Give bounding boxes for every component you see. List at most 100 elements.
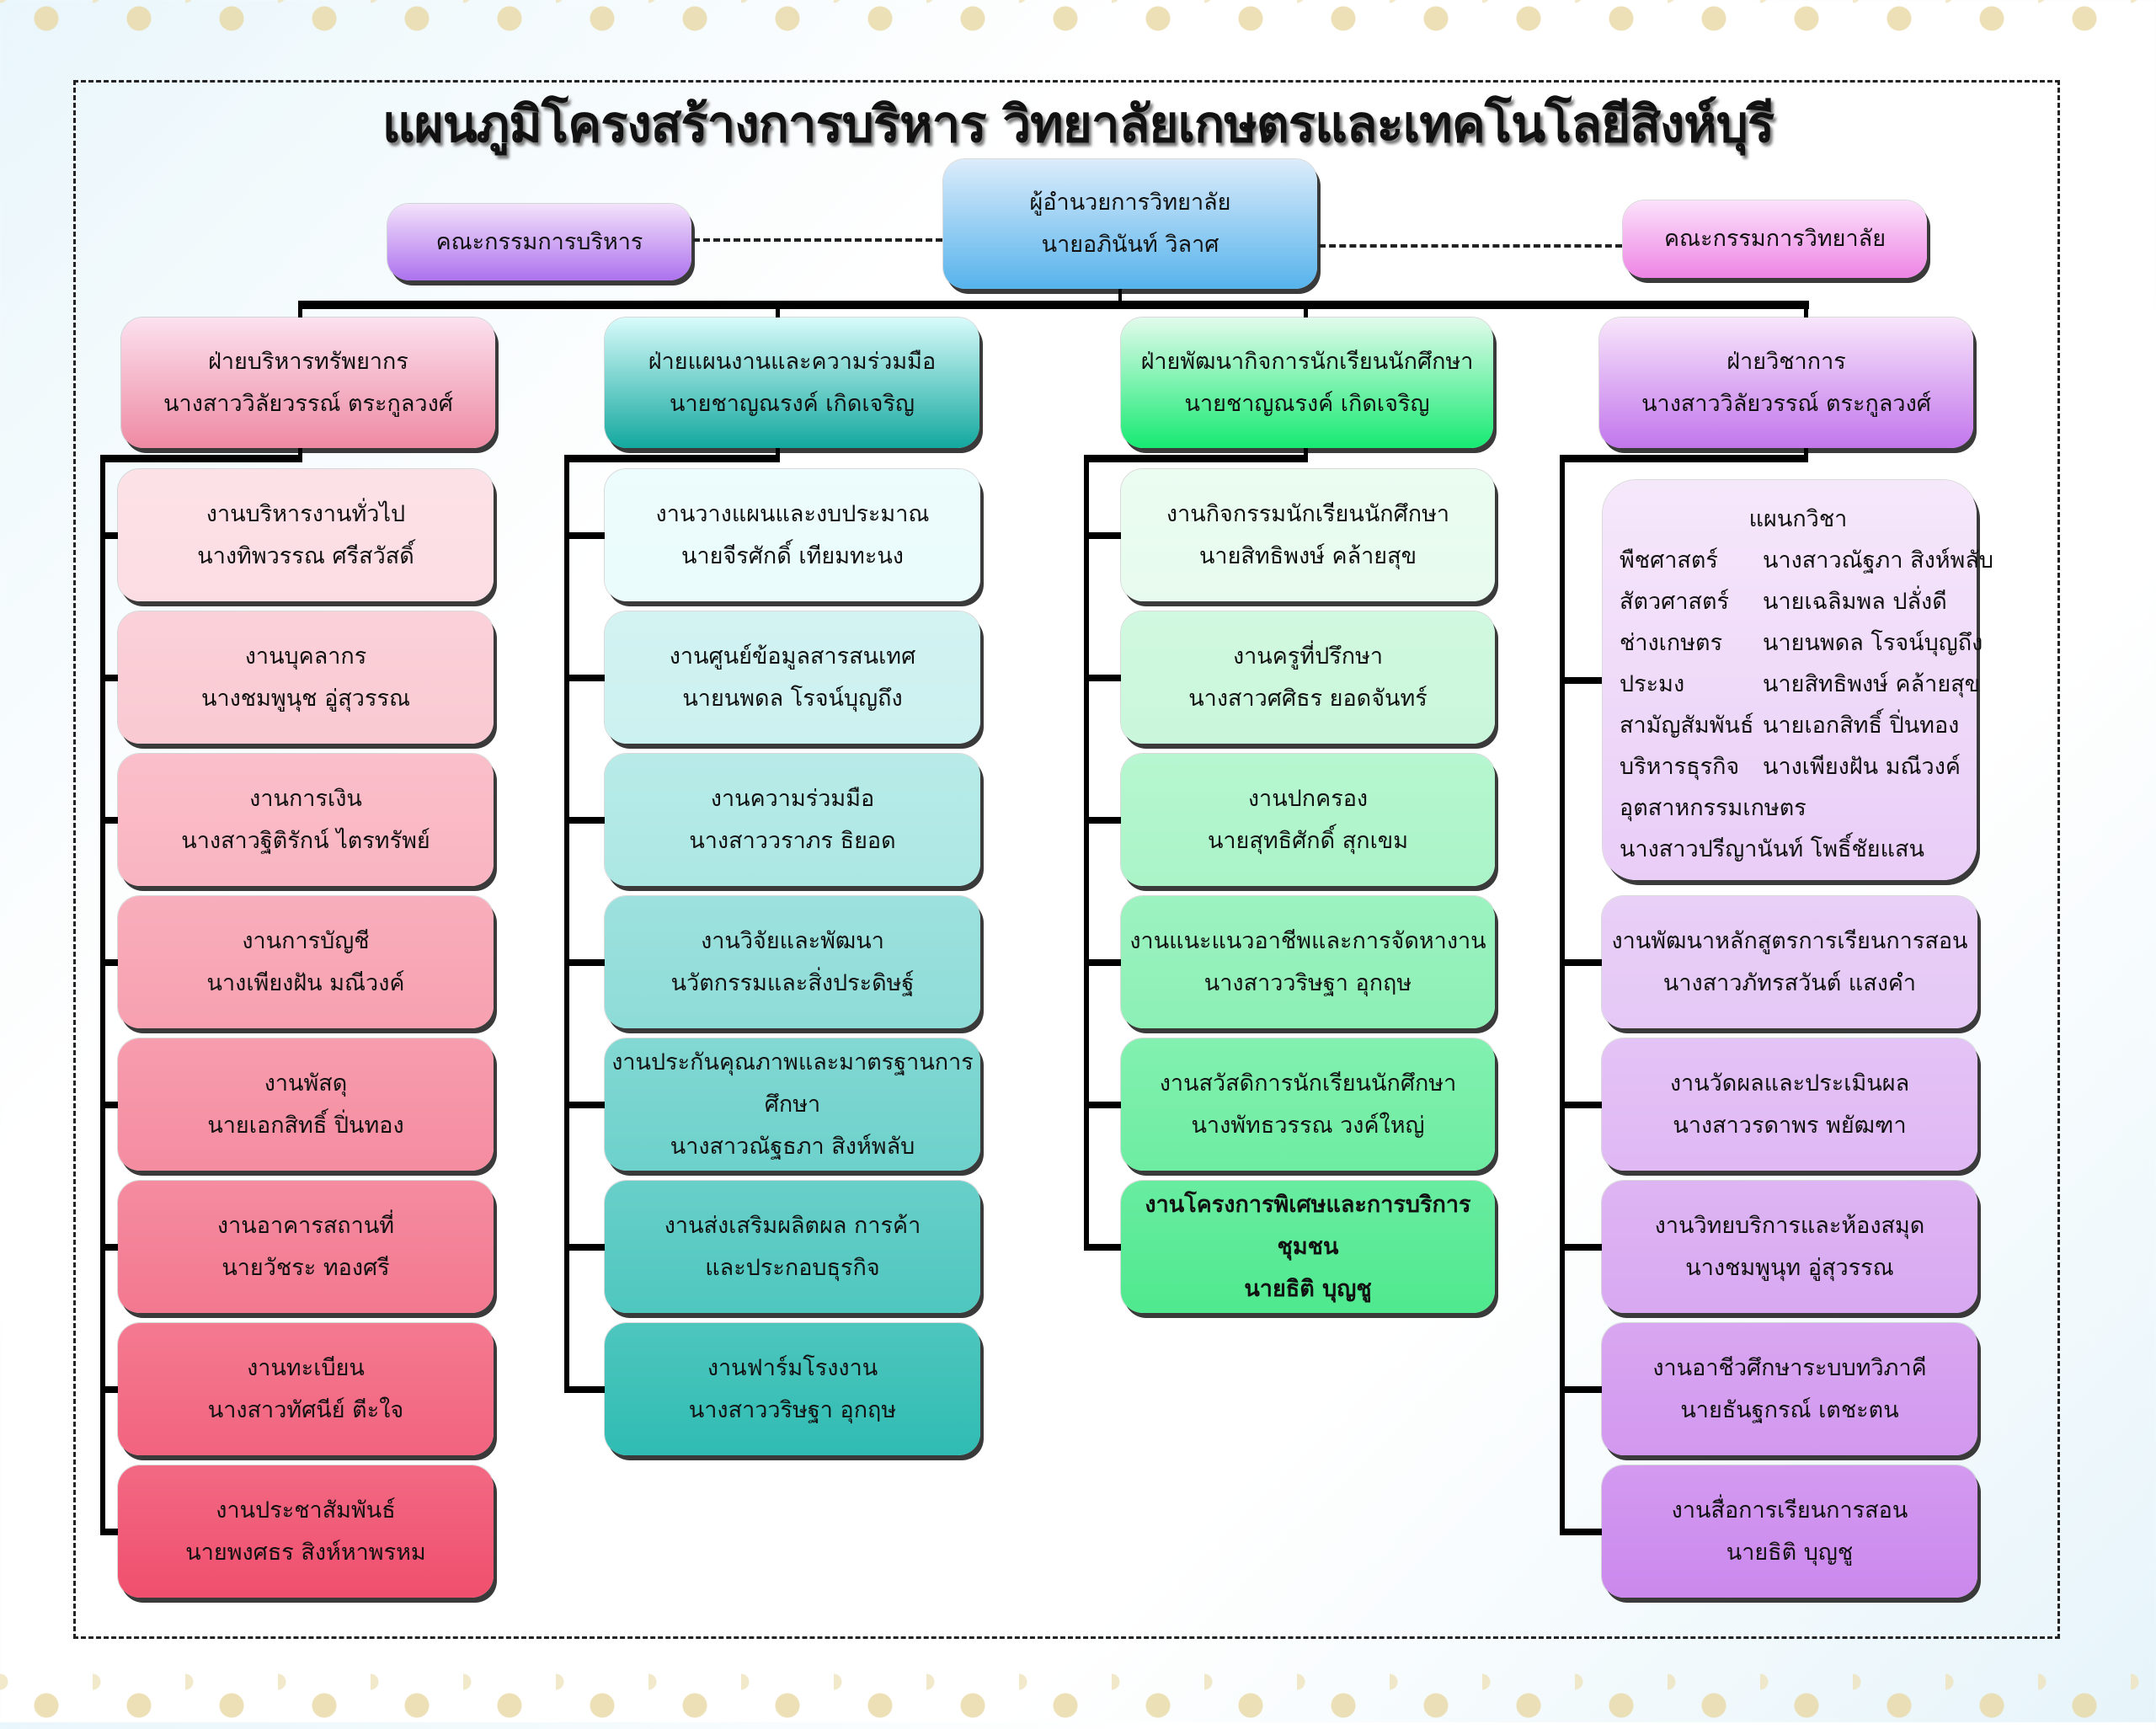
section-box[interactable]: งานโครงการพิเศษและการบริการชุมชนนายธิติ … bbox=[1121, 1181, 1495, 1313]
division-head-name: นายชาญณรงค์ เกิดเจริญ bbox=[1184, 390, 1430, 417]
division-head-box[interactable]: ฝ่ายวิชาการนางสาววิลัยวรรณ์ ตระกูลวงศ์ bbox=[1599, 318, 1973, 448]
department-name: พืชศาสตร์ bbox=[1620, 547, 1718, 574]
section-box[interactable]: งานศูนย์ข้อมูลสารสนเทศนายนพดล โรจน์บุญถึ… bbox=[605, 611, 980, 744]
spine-tick bbox=[1560, 958, 1602, 966]
column-spine-line bbox=[564, 455, 569, 1393]
section-box[interactable]: งานประชาสัมพันธ์นายพงศธร สิงห์หาพรหม bbox=[118, 1465, 494, 1598]
department-head: นางสาวณัฐภา สิงห์พลับ bbox=[1763, 547, 1994, 574]
dashed-connector-left bbox=[693, 238, 942, 242]
section-title: งานส่งเสริมผลิตผล การค้า bbox=[664, 1212, 921, 1239]
department-name: ช่างเกษตร bbox=[1620, 630, 1723, 656]
section-box[interactable]: งานกิจกรรมนักเรียนนักศึกษานายสิทธิพงษ์ ค… bbox=[1121, 469, 1495, 601]
section-title: งานประกันคุณภาพและมาตรฐานการศึกษา bbox=[611, 1049, 974, 1118]
spine-tick bbox=[1084, 1243, 1121, 1251]
department-head: นายเฉลิมพล ปลั่งดี bbox=[1763, 589, 1947, 615]
section-box[interactable]: งานอาคารสถานที่นายวัชระ ทองศรี bbox=[118, 1181, 494, 1313]
section-box[interactable]: งานวิทยบริการและห้องสมุดนางชมพูนุท อู่สุ… bbox=[1602, 1181, 1977, 1313]
division-title: ฝ่ายพัฒนากิจการนักเรียนนักศึกษา bbox=[1140, 348, 1474, 375]
director-role: ผู้อำนวยการวิทยาลัย bbox=[1029, 189, 1231, 216]
section-box[interactable]: งานแนะแนวอาชีพและการจัดหางานนางสาววริษฐา… bbox=[1121, 896, 1495, 1028]
division-drop-line bbox=[1304, 306, 1308, 319]
department-head: นายสิทธิพงษ์ คล้ายสุข bbox=[1763, 671, 1981, 697]
decorative-pattern-bottom bbox=[0, 1670, 2156, 1729]
spine-tick bbox=[564, 1243, 605, 1251]
section-box[interactable]: งานพัสดุนายเอกสิทธิ์ ปิ่นทอง bbox=[118, 1038, 494, 1171]
section-box[interactable]: งานการเงินนางสาวฐิติรักน์ ไตรทรัพย์ bbox=[118, 754, 494, 886]
section-head-name: นางสาววราภร ธิยอด bbox=[689, 827, 896, 854]
division-drop-line bbox=[1804, 306, 1808, 319]
spine-tick bbox=[1084, 958, 1121, 966]
committee-college-box[interactable]: คณะกรรมการวิทยาลัย bbox=[1623, 200, 1927, 278]
spine-tick bbox=[100, 531, 118, 539]
spine-tick bbox=[100, 1243, 118, 1251]
main-bus-line bbox=[298, 301, 1809, 309]
section-head-name: นางสาวภัทรสวันต์ แสงคำ bbox=[1662, 969, 1917, 996]
section-title: งานโครงการพิเศษและการบริการชุมชน bbox=[1145, 1191, 1471, 1260]
decorative-pattern-top bbox=[0, 0, 2156, 42]
department-row: ช่างเกษตรนายนพดล โรจน์บุญถึง bbox=[1620, 622, 1983, 664]
section-box[interactable]: งานพัฒนาหลักสูตรการเรียนการสอนนางสาวภัทร… bbox=[1602, 896, 1977, 1028]
division-branch-line bbox=[1560, 455, 1808, 462]
section-box[interactable]: งานวัดผลและประเมินผลนางสาวรดาพร พยัฒฑา bbox=[1602, 1038, 1977, 1171]
section-box[interactable]: งานบริหารงานทั่วไปนางทิพวรรณ ศรีสวัสดิ์ bbox=[118, 469, 494, 601]
committee-admin-box[interactable]: คณะกรรมการบริหาร bbox=[387, 204, 691, 280]
section-box[interactable]: งานสื่อการเรียนการสอนนายธิติ บุญชู bbox=[1602, 1465, 1977, 1598]
section-box[interactable]: งานอาชีวศึกษาระบบทวิภาคีนายธันฐกรณ์ เตชะ… bbox=[1602, 1323, 1977, 1455]
spine-tick bbox=[100, 958, 118, 966]
section-head-name: นายสิทธิพงษ์ คล้ายสุข bbox=[1198, 542, 1417, 569]
section-title: งานครูที่ปรึกษา bbox=[1232, 643, 1384, 670]
section-box[interactable]: งานการบัญชีนางเพียงฝัน มณีวงค์ bbox=[118, 896, 494, 1028]
division-head-box[interactable]: ฝ่ายแผนงานและความร่วมมือนายชาญณรงค์ เกิด… bbox=[605, 318, 979, 448]
spine-tick bbox=[100, 1385, 118, 1393]
division-head-name: นางสาววิลัยวรรณ์ ตระกูลวงศ์ bbox=[163, 390, 453, 417]
spine-tick bbox=[1084, 816, 1121, 824]
section-title: งานกิจกรรมนักเรียนนักศึกษา bbox=[1166, 500, 1450, 527]
section-head-name: นางสาวรดาพร พยัฒฑา bbox=[1673, 1112, 1907, 1139]
division-branch-line bbox=[1084, 455, 1308, 462]
spine-tick bbox=[100, 1101, 118, 1108]
section-head-name: นางชมพูนุช อู่สุวรรณ bbox=[201, 685, 410, 712]
section-box[interactable]: งานวางแผนและงบประมาณนายจีรศักดิ์ เทียมทะ… bbox=[605, 469, 980, 601]
section-title: งานการบัญชี bbox=[242, 927, 370, 954]
department-row: สัตวศาสตร์นายเฉลิมพล ปลั่งดี bbox=[1620, 581, 1947, 622]
department-name: บริหารธุรกิจ bbox=[1620, 754, 1740, 780]
division-drop-line bbox=[776, 306, 780, 319]
section-head-name: นายธันฐกรณ์ เตชะตน bbox=[1680, 1396, 1899, 1423]
section-head-name: นายสุทธิศักดิ์ สุกเขม bbox=[1207, 827, 1409, 854]
section-box[interactable]: งานวิจัยและพัฒนานวัตกรรมและสิ่งประดิษฐ์ bbox=[605, 896, 980, 1028]
section-head-name: นางสาวทัศนีย์ ตีะใจ bbox=[207, 1396, 404, 1423]
section-box[interactable]: งานปกครองนายสุทธิศักดิ์ สุกเขม bbox=[1121, 754, 1495, 886]
section-title: งานบริหารงานทั่วไป bbox=[205, 500, 406, 527]
section-box[interactable]: งานทะเบียนนางสาวทัศนีย์ ตีะใจ bbox=[118, 1323, 494, 1455]
division-head-box[interactable]: ฝ่ายพัฒนากิจการนักเรียนนักศึกษานายชาญณรง… bbox=[1121, 318, 1493, 448]
department-list-box[interactable]: แผนกวิชาพืชศาสตร์นางสาวณัฐภา สิงห์พลับสั… bbox=[1603, 480, 1993, 880]
section-box[interactable]: งานประกันคุณภาพและมาตรฐานการศึกษานางสาวณ… bbox=[605, 1038, 980, 1171]
section-head-name: นางสาวศศิธร ยอดจันทร์ bbox=[1188, 685, 1428, 712]
section-box[interactable]: งานสวัสดิการนักเรียนนักศึกษานางพัทธวรรณ … bbox=[1121, 1038, 1495, 1171]
section-box[interactable]: งานครูที่ปรึกษานางสาวศศิธร ยอดจันทร์ bbox=[1121, 611, 1495, 744]
section-head-name: นางชมพูนุท อู่สุวรรณ bbox=[1685, 1254, 1894, 1281]
section-head-name: และประกอบธุรกิจ bbox=[705, 1254, 880, 1281]
section-box[interactable]: งานส่งเสริมผลิตผล การค้าและประกอบธุรกิจ bbox=[605, 1181, 980, 1313]
section-box[interactable]: งานความร่วมมือนางสาววราภร ธิยอด bbox=[605, 754, 980, 886]
division-head-name: นายชาญณรงค์ เกิดเจริญ bbox=[670, 390, 915, 417]
department-row: พืชศาสตร์ นางสาวณัฐภา สิงห์พลับ bbox=[1620, 540, 1993, 581]
director-stem bbox=[1118, 289, 1122, 306]
division-head-box[interactable]: ฝ่ายบริหารทรัพยากรนางสาววิลัยวรรณ์ ตระกู… bbox=[121, 318, 495, 448]
column-spine-line bbox=[100, 455, 105, 1535]
page-title: แผนภูมิโครงสร้างการบริหาร วิทยาลัยเกษตรแ… bbox=[382, 95, 1774, 154]
department-name: อุตสาหกรรมเกษตร bbox=[1620, 795, 1806, 821]
spine-tick bbox=[100, 674, 118, 681]
spine-tick bbox=[1084, 1101, 1121, 1108]
spine-tick bbox=[1084, 674, 1121, 681]
section-title: งานพัฒนาหลักสูตรการเรียนการสอน bbox=[1611, 927, 1968, 954]
director-box[interactable]: ผู้อำนวยการวิทยาลัย นายอภินันท์ วิลาศ bbox=[943, 159, 1317, 289]
section-box[interactable]: งานฟาร์มโรงงานนางสาววริษฐา อุกฤษ bbox=[605, 1323, 980, 1455]
section-head-name: นายธิติ บุญชู bbox=[1726, 1539, 1854, 1566]
division-drop-line bbox=[298, 306, 302, 319]
section-head-name: นางสาววริษฐา อุกฤษ bbox=[688, 1396, 897, 1423]
section-box[interactable]: งานบุคลากรนางชมพูนุช อู่สุวรรณ bbox=[118, 611, 494, 744]
committee-label: คณะกรรมการวิทยาลัย bbox=[1663, 226, 1886, 252]
section-head-name: นายนพดล โรจน์บุญถึง bbox=[682, 685, 903, 712]
spine-tick bbox=[1560, 1528, 1602, 1535]
